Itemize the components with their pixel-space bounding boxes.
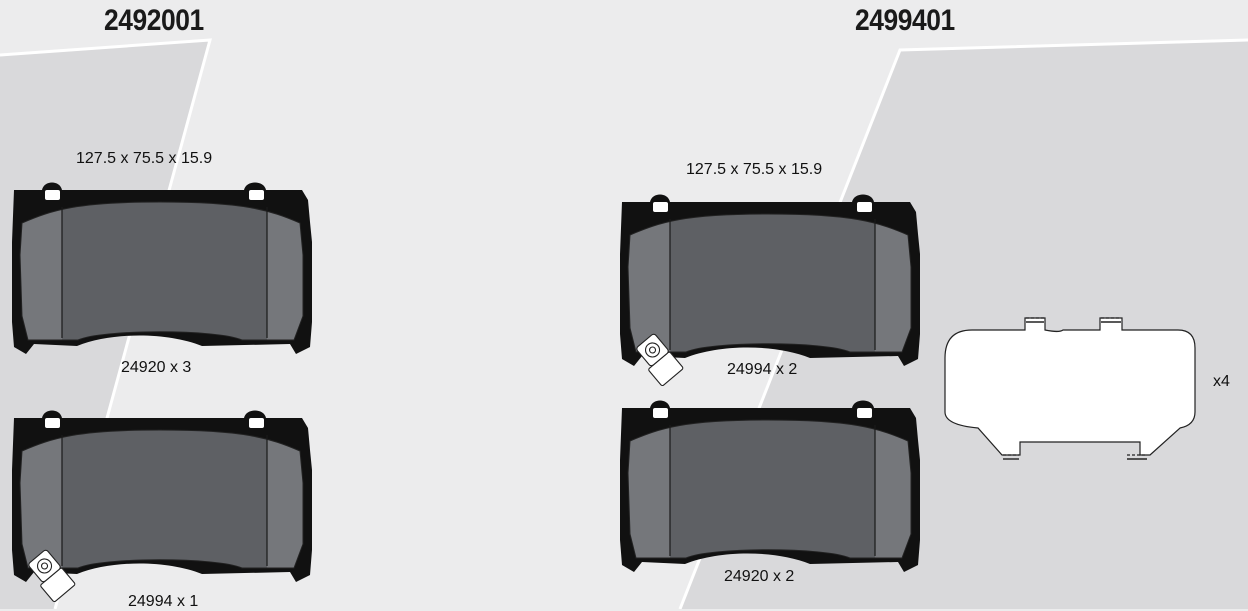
friction-material [20, 430, 303, 568]
brake-pad-kit1-top [12, 182, 312, 354]
brake-pad-kit2-top [620, 194, 920, 387]
kit1-bottom-pad-label: 24994 x 1 [128, 593, 199, 610]
brake-pad-kit1-bottom [12, 410, 312, 603]
mounting-hole [249, 418, 264, 428]
mounting-hole [857, 202, 872, 212]
kit2-top-pad-label: 24994 x 2 [727, 361, 798, 378]
kit1-part-number: 2492001 [104, 4, 204, 37]
mounting-hole [249, 190, 264, 200]
kit2-pad-dimensions: 127.5 x 75.5 x 15.9 [686, 161, 823, 178]
wear-sensor-icon [636, 333, 684, 387]
mounting-hole [857, 408, 872, 418]
friction-material [628, 420, 911, 558]
brake-pad-kit2-bottom [620, 400, 920, 572]
wear-sensor-icon [28, 549, 76, 603]
kit2-part-number: 2499401 [855, 4, 955, 37]
friction-material [628, 214, 911, 352]
mounting-hole [653, 408, 668, 418]
mounting-hole [45, 418, 60, 428]
kit1-pad-dimensions: 127.5 x 75.5 x 15.9 [76, 150, 213, 167]
kit2-bottom-pad-label: 24920 x 2 [724, 568, 795, 585]
kit1-top-pad-label: 24920 x 3 [121, 359, 192, 376]
clip-quantity-label: x4 [1213, 373, 1230, 390]
anti-rattle-clip [944, 317, 1196, 460]
mounting-hole [45, 190, 60, 200]
mounting-hole [653, 202, 668, 212]
friction-material [20, 202, 303, 340]
